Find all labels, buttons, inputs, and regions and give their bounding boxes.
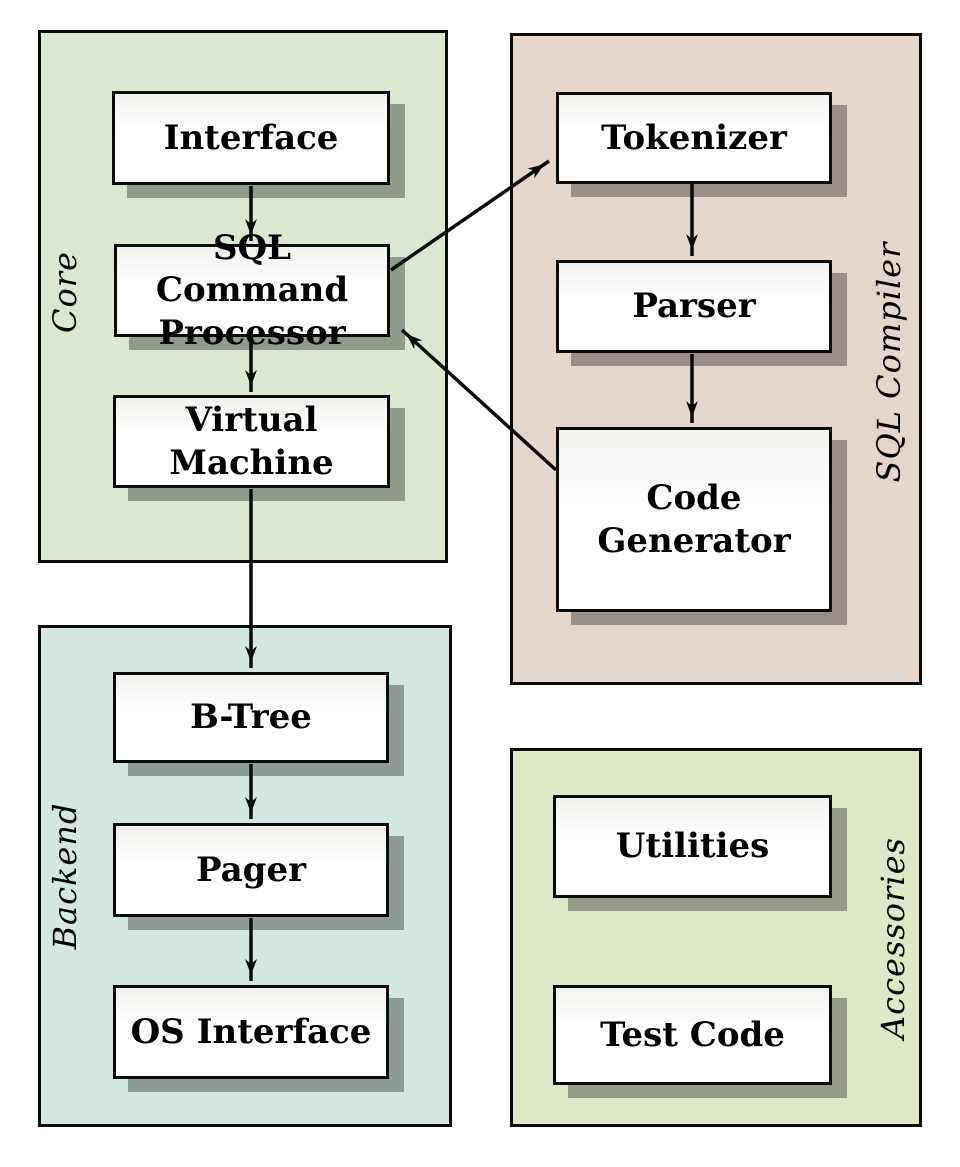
box-utilities-label: Utilities [615,826,770,867]
box-sql-command-processor-label: SQL Command Processor [155,227,349,353]
box-parser: Parser [556,260,832,353]
box-b-tree: B-Tree [113,672,389,763]
box-utilities: Utilities [553,795,832,898]
box-pager-label: Pager [195,849,306,890]
box-b-tree-label: B-Tree [190,697,312,738]
box-code-generator: Code Generator [556,427,832,612]
box-pager: Pager [113,823,389,917]
box-sql-command-processor: SQL Command Processor [114,228,390,353]
box-test-code-label: Test Code [600,1014,785,1055]
box-test-code: Test Code [553,985,832,1085]
box-code-generator-label: Code Generator [597,478,791,561]
box-interface: Interface [112,91,390,185]
box-virtual-machine-label: Virtual Machine [169,400,334,483]
box-os-interface-label: OS Interface [130,1011,372,1052]
box-virtual-machine: Virtual Machine [113,395,390,488]
box-parser-label: Parser [632,286,756,327]
box-interface-label: Interface [163,117,339,158]
box-tokenizer: Tokenizer [556,92,832,184]
box-os-interface: OS Interface [113,985,389,1079]
box-tokenizer-label: Tokenizer [601,117,787,158]
